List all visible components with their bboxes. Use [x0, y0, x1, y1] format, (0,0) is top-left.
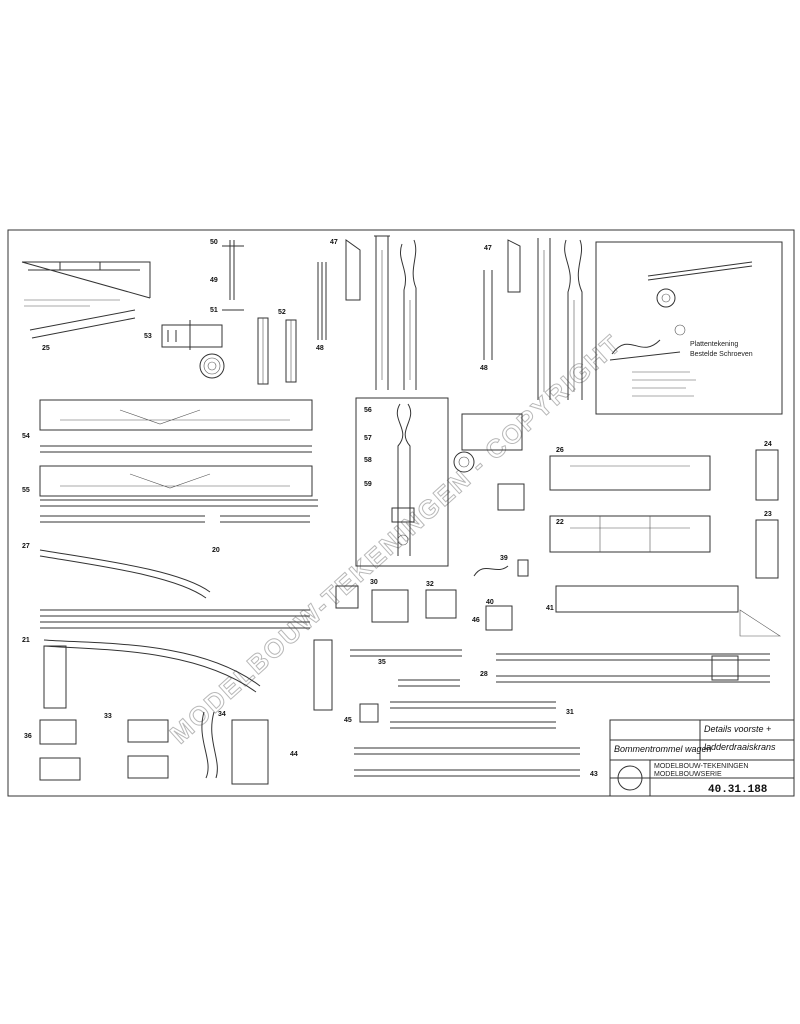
callout-label: 33	[104, 713, 112, 720]
callout-label: 59	[364, 481, 372, 488]
title-sheet-line2: ladderdraaiskrans	[704, 742, 776, 752]
callout-label: 34	[218, 711, 226, 718]
callout-label: 45	[344, 717, 352, 724]
drawing-border	[7, 229, 795, 797]
inset-heading: Plattentekening	[690, 341, 738, 348]
detail-pin-assembly-box	[355, 397, 449, 567]
callout-label: 25	[42, 345, 50, 352]
copyright-watermark: MODELBOUW-TEKENINGEN - COPYRIGHT	[163, 328, 627, 750]
detail-vertical-parts-52	[257, 317, 297, 385]
title-block: Bommentrommel wagen Details voorste + la…	[609, 719, 795, 797]
title-model-name: Bommentrommel wagen	[614, 744, 712, 754]
callout-label: 58	[364, 457, 372, 464]
callout-label: 22	[556, 519, 564, 526]
svg-text:MODELBOUW-TEKENINGEN - COPYRIG: MODELBOUW-TEKENINGEN - COPYRIGHT	[164, 328, 627, 749]
detail-leaf-spring	[39, 549, 333, 711]
title-company-line2: MODELBOUWSERIE	[654, 771, 722, 778]
callout-label: 57	[364, 435, 372, 442]
detail-right-beams-22-23	[549, 449, 779, 579]
callout-label: 26	[556, 447, 564, 454]
detail-small-parts-row	[335, 559, 782, 637]
callout-label: 47	[330, 239, 338, 246]
callout-label: 44	[290, 751, 298, 758]
detail-ladder-stiles-left	[317, 235, 417, 390]
callout-label: 36	[24, 733, 32, 740]
callout-label: 51	[210, 307, 218, 314]
detail-bottom-rails	[354, 701, 580, 777]
detail-long-rails	[350, 649, 770, 687]
callout-label: 40	[486, 599, 494, 606]
inset-screw-detail: Plattentekening Bestelde Schroeven	[595, 241, 783, 415]
callout-label: 27	[22, 543, 30, 550]
detail-long-beams-54-55	[39, 399, 318, 523]
callout-label: 54	[22, 433, 30, 440]
callout-labels: 50 49 51 53 52 47 48 47 48 25 54 55 56 5…	[22, 239, 772, 778]
inset-subheading: Bestelde Schroeven	[690, 351, 753, 358]
callout-label: 41	[546, 605, 554, 612]
callout-label: 30	[370, 579, 378, 586]
callout-label: 28	[480, 671, 488, 678]
callout-label: 55	[22, 487, 30, 494]
callout-label: 46	[472, 617, 480, 624]
title-sheet-line1: Details voorste +	[704, 724, 771, 734]
title-drawing-number: 40.31.188	[708, 784, 768, 796]
title-company-line1: MODELBOUW-TEKENINGEN	[654, 763, 748, 770]
callout-label: 50	[210, 239, 218, 246]
callout-label: 56	[364, 407, 372, 414]
detail-bracket-nut	[453, 413, 525, 511]
detail-clamp-53	[161, 320, 225, 379]
callout-label: 43	[590, 771, 598, 778]
detail-ladder-stiles-right	[483, 238, 583, 400]
callout-label: 48	[316, 345, 324, 352]
callout-label: 31	[566, 709, 574, 716]
detail-pins-50-49-51	[222, 240, 244, 311]
callout-label: 21	[22, 637, 30, 644]
detail-bracket-top-left	[21, 261, 151, 339]
callout-label: 49	[210, 277, 218, 284]
callout-label: 20	[212, 547, 220, 554]
callout-label: 53	[144, 333, 152, 340]
callout-label: 39	[500, 555, 508, 562]
callout-label: 24	[764, 441, 772, 448]
callout-label: 32	[426, 581, 434, 588]
callout-label: 23	[764, 511, 772, 518]
callout-label: 35	[378, 659, 386, 666]
callout-label: 48	[480, 365, 488, 372]
callout-label: 52	[278, 309, 286, 316]
detail-lower-left-parts	[39, 711, 269, 785]
callout-label: 47	[484, 245, 492, 252]
title-block-logo-emblem	[617, 765, 643, 791]
